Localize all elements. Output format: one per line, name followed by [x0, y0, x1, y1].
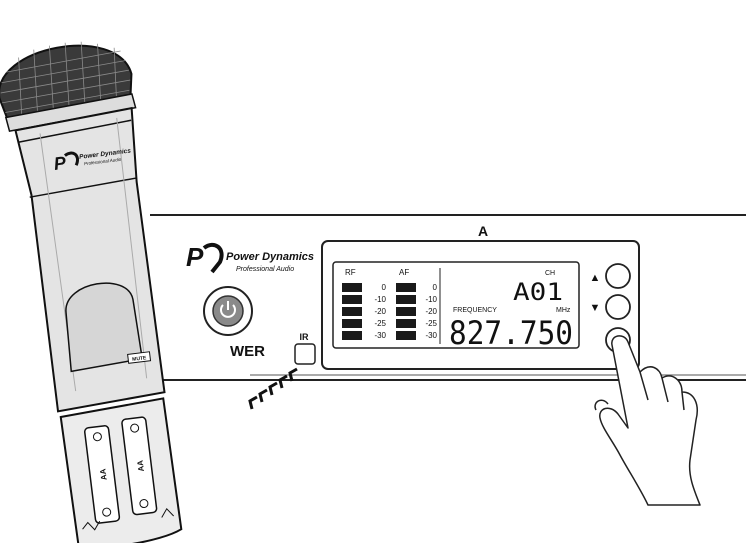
- ir-label: IR: [300, 332, 310, 342]
- rf-scale-tick: 0: [382, 283, 387, 292]
- af-scale-tick: -20: [425, 307, 437, 316]
- af-scale-tick: -25: [425, 319, 437, 328]
- frequency-label: FREQUENCY: [453, 307, 497, 314]
- battery: [121, 416, 158, 516]
- pd-logo-mark: P: [186, 242, 224, 274]
- down-button[interactable]: [605, 294, 631, 320]
- power-label: WER: [230, 343, 265, 360]
- rf-meter-segment: [342, 319, 362, 328]
- svg-text:P: P: [53, 152, 68, 173]
- rf-meter: [342, 283, 362, 340]
- af-meter-segment: [396, 295, 416, 304]
- mic-logo-mark: P: [53, 151, 79, 174]
- rf-meter-segment: [342, 307, 362, 316]
- brand-logo: P Power Dynamics Professional Audio: [186, 242, 314, 274]
- af-scale: 0 -10 -20 -25 -30: [425, 283, 437, 340]
- af-scale-tick: -30: [425, 331, 437, 340]
- af-meter-segment: [396, 331, 416, 340]
- af-scale-tick: -10: [425, 295, 437, 304]
- rf-meter-segment: [342, 295, 362, 304]
- battery-minus-icon: [130, 423, 140, 433]
- battery: [83, 425, 121, 524]
- brand-tagline: Professional Audio: [236, 266, 294, 273]
- mute-switch[interactable]: [127, 351, 152, 364]
- mute-label: MUTE: [132, 355, 147, 363]
- battery-compartment: AA AA: [59, 397, 183, 543]
- af-scale-tick: 0: [433, 283, 438, 292]
- battery-label: AA: [136, 459, 146, 472]
- ch-label: CH: [545, 270, 555, 277]
- battery-plus-icon: [139, 499, 149, 509]
- rf-scale-tick: -30: [374, 331, 386, 340]
- rf-scale-tick: -20: [374, 307, 386, 316]
- mic-grille: [0, 41, 137, 133]
- rf-label: RF: [345, 268, 356, 277]
- mhz-label: MHz: [556, 307, 571, 314]
- rf-scale-tick: -25: [374, 319, 386, 328]
- power-icon: [220, 301, 236, 318]
- brand-name: Power Dynamics: [226, 251, 314, 263]
- af-meter-segment: [396, 283, 416, 292]
- af-label: AF: [399, 268, 409, 277]
- battery-label: AA: [98, 468, 108, 481]
- rf-scale-tick: -10: [374, 295, 386, 304]
- handheld-microphone: AA AA P Power Dynamics Professional Audi…: [0, 41, 183, 543]
- rf-scale: 0 -10 -20 -25 -30: [374, 283, 386, 340]
- lcd-screen: [332, 261, 580, 349]
- ir-sensor-window: [294, 343, 316, 365]
- channel-readout: A01: [513, 278, 563, 306]
- af-meter: [396, 283, 416, 340]
- hand-illustration: [594, 335, 701, 506]
- callout-label: A: [478, 223, 488, 239]
- af-meter-segment: [396, 319, 416, 328]
- af-meter-segment: [396, 307, 416, 316]
- rf-meter-segment: [342, 331, 362, 340]
- rf-meter-segment: [342, 283, 362, 292]
- ir-signal-arrows: [248, 367, 298, 410]
- down-arrow-icon: ▼: [590, 302, 601, 314]
- up-button[interactable]: [605, 263, 631, 289]
- battery-plus-icon: [92, 432, 102, 442]
- battery-minus-icon: [102, 507, 112, 517]
- frequency-readout: 827.750: [449, 314, 573, 352]
- up-arrow-icon: ▲: [590, 272, 601, 284]
- power-button[interactable]: [203, 286, 253, 336]
- svg-text:P: P: [186, 242, 204, 272]
- mic-brand-tagline: Professional Audio: [84, 157, 122, 167]
